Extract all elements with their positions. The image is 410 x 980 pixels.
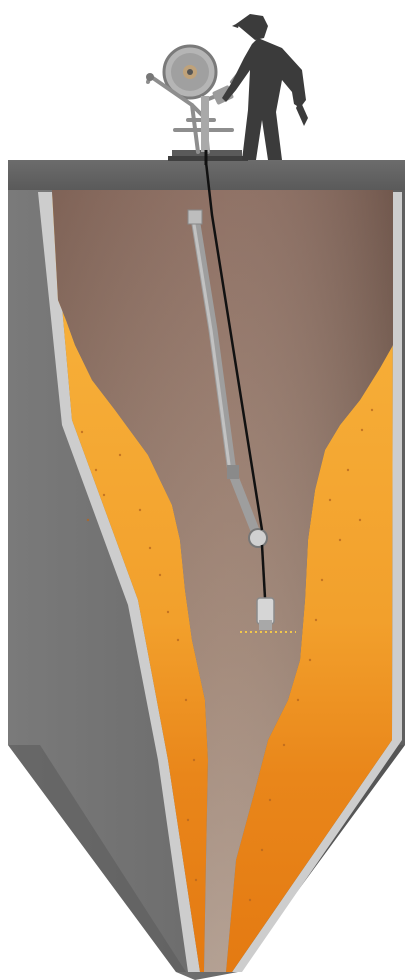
material-grain — [361, 429, 363, 431]
material-grain — [283, 744, 285, 746]
material-grain — [87, 519, 89, 521]
material-grain — [269, 799, 271, 801]
material-grain — [119, 454, 121, 456]
machine-column — [201, 96, 209, 152]
material-grain — [359, 519, 361, 521]
boom-pulley — [249, 529, 267, 547]
material-grain — [139, 509, 141, 511]
material-grain — [167, 611, 169, 613]
material-grain — [185, 699, 187, 701]
material-grain — [261, 849, 263, 851]
material-grain — [149, 547, 151, 549]
operator-person-icon — [222, 14, 308, 160]
material-grain — [187, 819, 189, 821]
material-grain — [329, 499, 331, 501]
material-grain — [309, 659, 311, 661]
material-grain — [371, 409, 373, 411]
material-grain — [249, 899, 251, 901]
material-grain — [297, 699, 299, 701]
material-grain — [193, 759, 195, 761]
material-grain — [195, 879, 197, 881]
boom-joint-top — [188, 210, 202, 224]
frame-bolt — [146, 73, 154, 81]
machine-skid — [168, 156, 248, 161]
material-grain — [159, 574, 161, 576]
material-grain — [339, 539, 341, 541]
boom-joint-mid — [227, 465, 239, 479]
material-grain — [95, 469, 97, 471]
material-grain — [321, 579, 323, 581]
material-grain — [177, 639, 179, 641]
material-grain — [81, 431, 83, 433]
material-grain — [103, 494, 105, 496]
material-grain — [347, 469, 349, 471]
material-grain — [315, 619, 317, 621]
